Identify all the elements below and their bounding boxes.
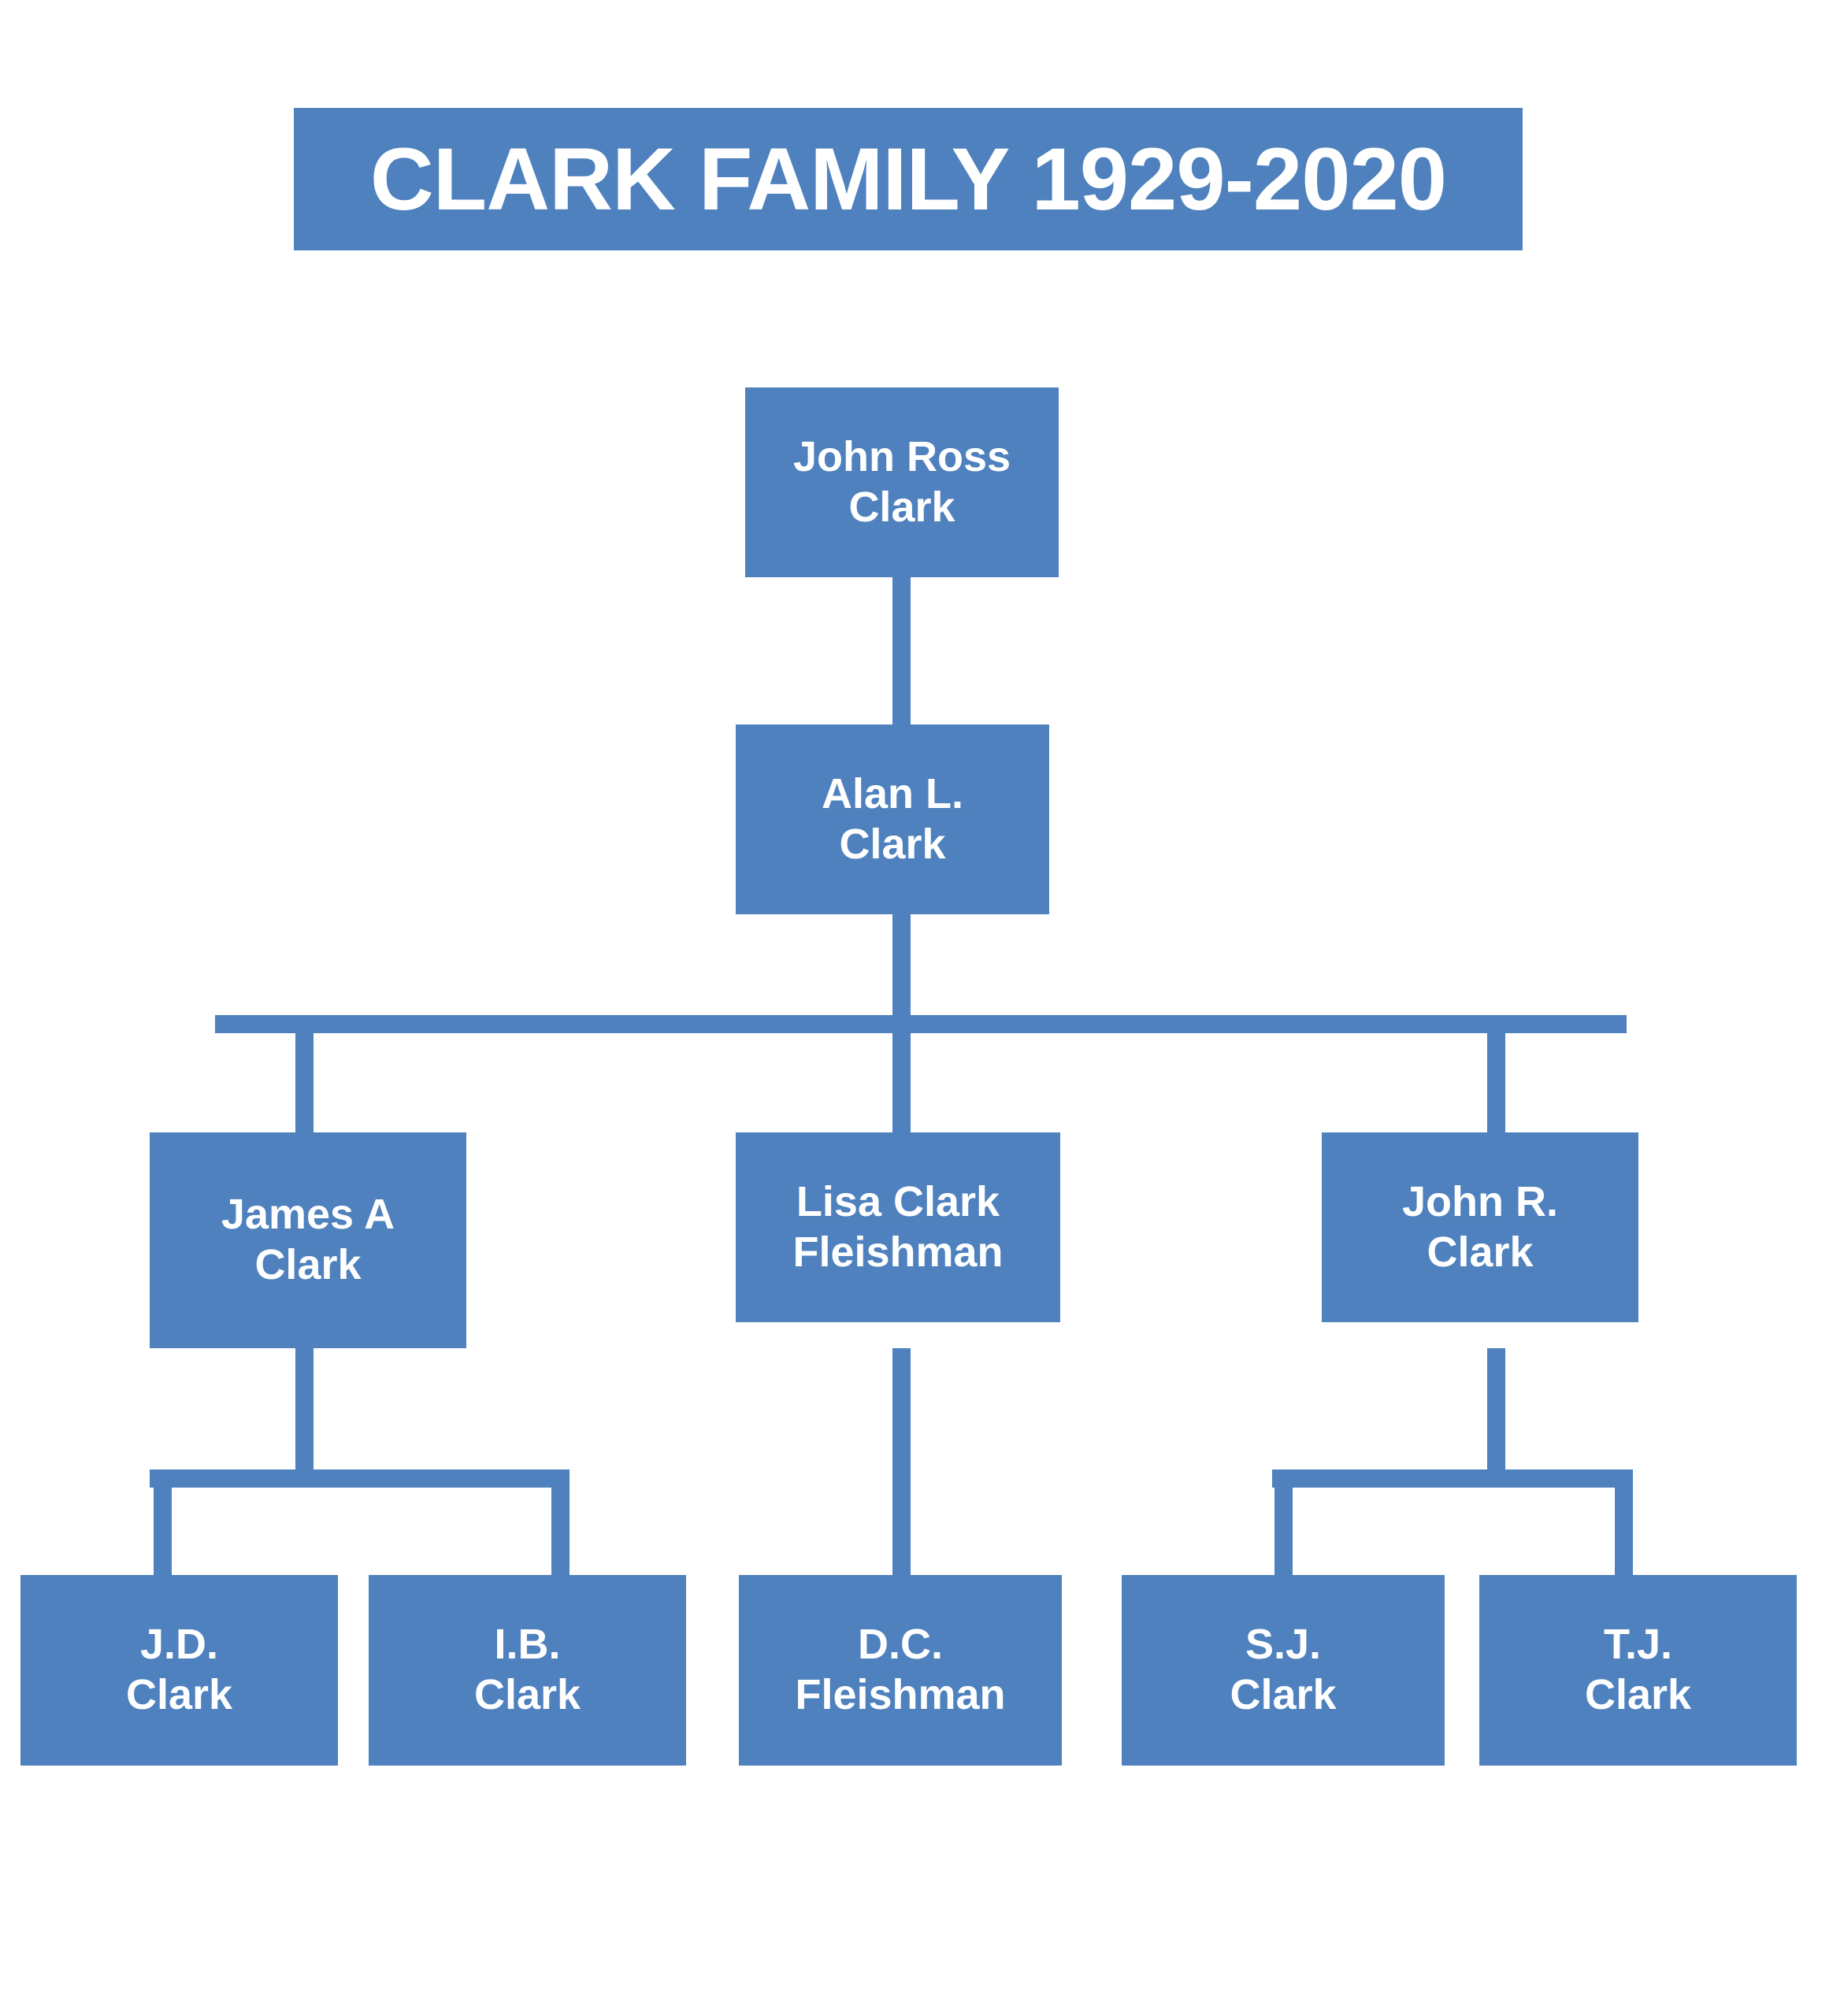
connector-johnr-drop bbox=[1487, 1348, 1505, 1472]
connector-johnr-to-sj bbox=[1274, 1488, 1293, 1592]
node-dc-fleishman[interactable]: D.C. Fleishman bbox=[739, 1575, 1062, 1766]
node-sj-clark-line1: S.J. bbox=[1245, 1621, 1322, 1669]
connector-james-to-jd bbox=[154, 1488, 172, 1592]
node-dc-fleishman-line2: Fleishman bbox=[795, 1671, 1006, 1718]
node-john-r-clark[interactable]: John R. Clark bbox=[1322, 1132, 1638, 1322]
node-alan-l-clark[interactable]: Alan L. Clark bbox=[736, 724, 1049, 914]
connector-alan-drop bbox=[892, 914, 911, 1028]
node-james-a-clark[interactable]: James A Clark bbox=[150, 1132, 466, 1348]
connector-lisa-to-dc bbox=[892, 1348, 911, 1592]
node-john-ross-clark-line1: John Ross bbox=[792, 432, 1011, 480]
node-lisa-clark-fleishman[interactable]: Lisa Clark Fleishman bbox=[736, 1132, 1060, 1322]
chart-title-banner: CLARK FAMILY 1929-2020 bbox=[294, 108, 1523, 250]
node-james-a-clark-line2: Clark bbox=[254, 1241, 362, 1288]
node-ib-clark-line2: Clark bbox=[473, 1671, 581, 1718]
node-dc-fleishman-line1: D.C. bbox=[857, 1621, 943, 1669]
node-lisa-clark-fleishman-line1: Lisa Clark bbox=[796, 1177, 1000, 1225]
connector-johnr-horizontal-bus bbox=[1272, 1469, 1633, 1488]
node-john-r-clark-line2: Clark bbox=[1427, 1228, 1534, 1276]
node-alan-l-clark-line1: Alan L. bbox=[821, 769, 963, 817]
connector-bus-to-lisa bbox=[892, 1033, 911, 1144]
node-jd-clark-line1: J.D. bbox=[139, 1621, 219, 1669]
node-lisa-clark-fleishman-line2: Fleishman bbox=[792, 1228, 1004, 1276]
node-john-r-clark-line1: John R. bbox=[1402, 1177, 1558, 1225]
node-john-ross-clark-line2: Clark bbox=[848, 483, 955, 531]
connector-bus-to-johnr bbox=[1487, 1033, 1505, 1144]
connector-bus-to-james bbox=[295, 1033, 314, 1144]
node-jd-clark[interactable]: J.D. Clark bbox=[20, 1575, 338, 1766]
connector-james-horizontal-bus bbox=[150, 1469, 570, 1488]
node-ib-clark[interactable]: I.B. Clark bbox=[369, 1575, 686, 1766]
node-tj-clark-line2: Clark bbox=[1584, 1671, 1692, 1718]
node-jd-clark-line2: Clark bbox=[125, 1671, 233, 1718]
connector-james-to-ib bbox=[551, 1488, 570, 1592]
node-alan-l-clark-line2: Clark bbox=[839, 820, 946, 868]
connector-johnr-to-tj bbox=[1615, 1488, 1633, 1592]
node-ib-clark-line1: I.B. bbox=[494, 1621, 561, 1669]
node-tj-clark[interactable]: T.J. Clark bbox=[1479, 1575, 1797, 1766]
node-john-ross-clark[interactable]: John Ross Clark bbox=[745, 387, 1059, 577]
node-tj-clark-line1: T.J. bbox=[1603, 1621, 1673, 1669]
connector-james-drop bbox=[295, 1348, 314, 1472]
node-sj-clark-line2: Clark bbox=[1230, 1671, 1337, 1718]
connector-gen3-horizontal-bus bbox=[215, 1015, 1627, 1033]
node-james-a-clark-line1: James A bbox=[221, 1191, 395, 1239]
node-sj-clark[interactable]: S.J. Clark bbox=[1122, 1575, 1445, 1766]
connector-johnross-to-alan bbox=[892, 577, 911, 724]
